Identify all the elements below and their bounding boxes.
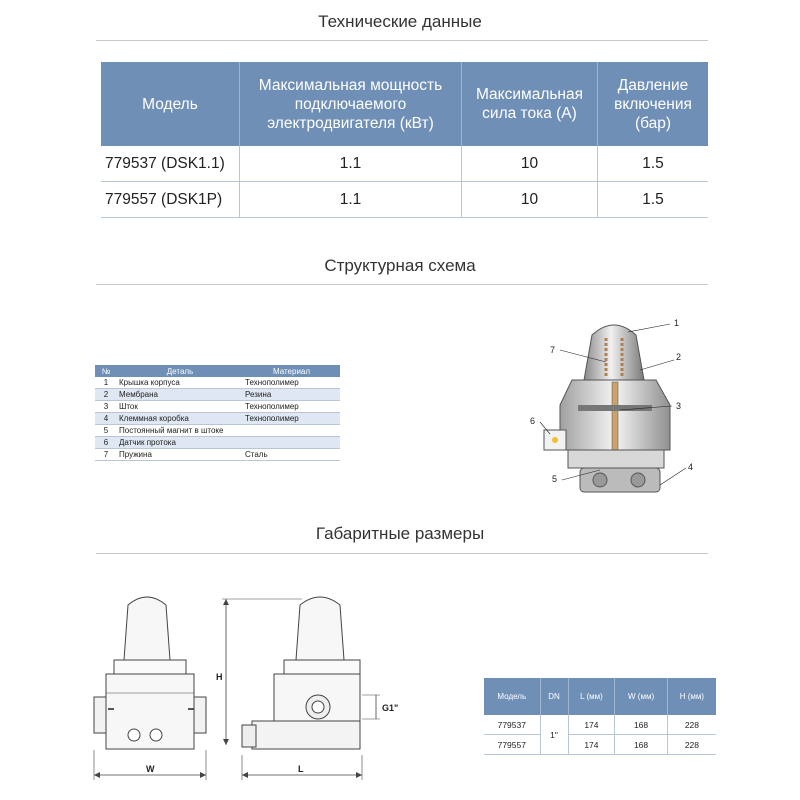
- cell-part: Крышка корпуса: [117, 377, 243, 389]
- cell-w: 168: [614, 715, 668, 735]
- cell-model: 779537: [484, 715, 541, 735]
- callout-3: 3: [676, 401, 681, 411]
- cell-material: Технополимер: [243, 400, 340, 413]
- cell-material: Технополимер: [243, 412, 340, 425]
- header-dn: DN: [540, 678, 569, 715]
- cell-material: [243, 424, 340, 437]
- thread-label: G1": [382, 703, 398, 713]
- callout-2: 2: [676, 352, 681, 362]
- cell-material: Сталь: [243, 448, 340, 461]
- callout-line-7: [559, 349, 607, 363]
- table-header-row: Модель Максимальная мощность подключаемо…: [101, 62, 708, 146]
- cell-part: Клеммная коробка: [117, 412, 243, 425]
- cell-number: 1: [95, 377, 117, 389]
- callout-7: 7: [550, 345, 555, 355]
- cell-power: 1.1: [239, 146, 462, 182]
- header-max-power: Максимальная мощность подключаемого элек…: [239, 62, 462, 146]
- callout-line-1: [627, 323, 671, 333]
- table-header-row: Модель DN L (мм) W (мм) H (мм): [484, 678, 716, 715]
- tech-data-title: Технические данные: [318, 12, 482, 31]
- header-max-current: Максимальная сила тока (А): [461, 62, 598, 146]
- callout-line-4: [659, 467, 687, 486]
- cell-part: Пружина: [117, 448, 243, 461]
- cell-h: 228: [667, 734, 716, 755]
- table-row: 779557 174 168 228: [484, 734, 716, 755]
- cell-part: Датчик протока: [117, 436, 243, 449]
- cell-current: 10: [461, 181, 598, 218]
- table-header-row: № Деталь Материал: [95, 365, 340, 377]
- front-view-drawing: W: [93, 596, 207, 780]
- header-switch-pressure: Давление включения (бар): [597, 62, 708, 146]
- callout-line-6: [539, 421, 551, 435]
- cell-number: 7: [95, 448, 117, 461]
- header-part: Деталь: [117, 365, 243, 377]
- cell-number: 3: [95, 400, 117, 413]
- callout-5: 5: [552, 474, 557, 484]
- cell-number: 2: [95, 388, 117, 401]
- height-label: H: [216, 672, 223, 682]
- table-row: 779537 (DSK1.1) 1.1 10 1.5: [101, 146, 708, 182]
- cell-current: 10: [461, 146, 598, 182]
- cell-pressure: 1.5: [597, 146, 708, 182]
- cell-number: 6: [95, 436, 117, 449]
- length-label: L: [298, 764, 304, 774]
- callout-6: 6: [530, 416, 535, 426]
- side-view-drawing: H G1" L: [216, 596, 398, 780]
- divider: [96, 40, 708, 41]
- divider: [96, 553, 708, 554]
- callout-4: 4: [688, 462, 693, 472]
- cell-material: [243, 436, 340, 449]
- table-row: 779537 1" 174 168 228: [484, 715, 716, 755]
- header-w: W (мм): [614, 678, 668, 715]
- cell-number: 5: [95, 424, 117, 437]
- header-model: Модель: [101, 62, 240, 146]
- cell-w: 168: [614, 734, 668, 755]
- dims-title: Габаритные размеры: [315, 524, 485, 543]
- cell-part: Шток: [117, 400, 243, 413]
- cell-dn: 1": [540, 715, 569, 755]
- width-label: W: [146, 764, 155, 774]
- callout-line-5: [561, 469, 601, 481]
- cell-pressure: 1.5: [597, 181, 708, 218]
- header-number: №: [95, 365, 117, 377]
- header-l: L (мм): [568, 678, 616, 715]
- callout-line-3: [619, 405, 673, 411]
- dimensions-table: Модель DN L (мм) W (мм) H (мм) 779537 1"…: [484, 678, 716, 755]
- callout-line-2: [639, 359, 675, 371]
- cell-l: 174: [568, 715, 616, 735]
- cell-part: Мембрана: [117, 388, 243, 401]
- divider: [96, 284, 708, 285]
- pressure-switch-cutaway-diagram: 1 2 3 4 5 6 7: [530, 318, 693, 493]
- cell-material: Резина: [243, 388, 340, 401]
- header-material: Материал: [243, 365, 340, 377]
- scheme-title: Структурная схема: [324, 256, 476, 275]
- cell-model: 779557 (DSK1P): [101, 181, 240, 218]
- table-row: 779557 (DSK1P) 1.1 10 1.5: [101, 181, 708, 218]
- cell-l: 174: [568, 734, 616, 755]
- cell-h: 228: [667, 715, 716, 735]
- cell-model: 779537 (DSK1.1): [101, 146, 240, 182]
- callout-1: 1: [674, 318, 679, 328]
- tech-data-table: Модель Максимальная мощность подключаемо…: [101, 62, 708, 218]
- cell-power: 1.1: [239, 181, 462, 218]
- cell-part: Постоянный магнит в штоке: [117, 424, 243, 437]
- header-h: H (мм): [667, 678, 716, 715]
- cell-model: 779557: [484, 734, 541, 755]
- cell-number: 4: [95, 412, 117, 425]
- cell-material: Технополимер: [243, 377, 340, 389]
- header-model: Модель: [484, 678, 541, 715]
